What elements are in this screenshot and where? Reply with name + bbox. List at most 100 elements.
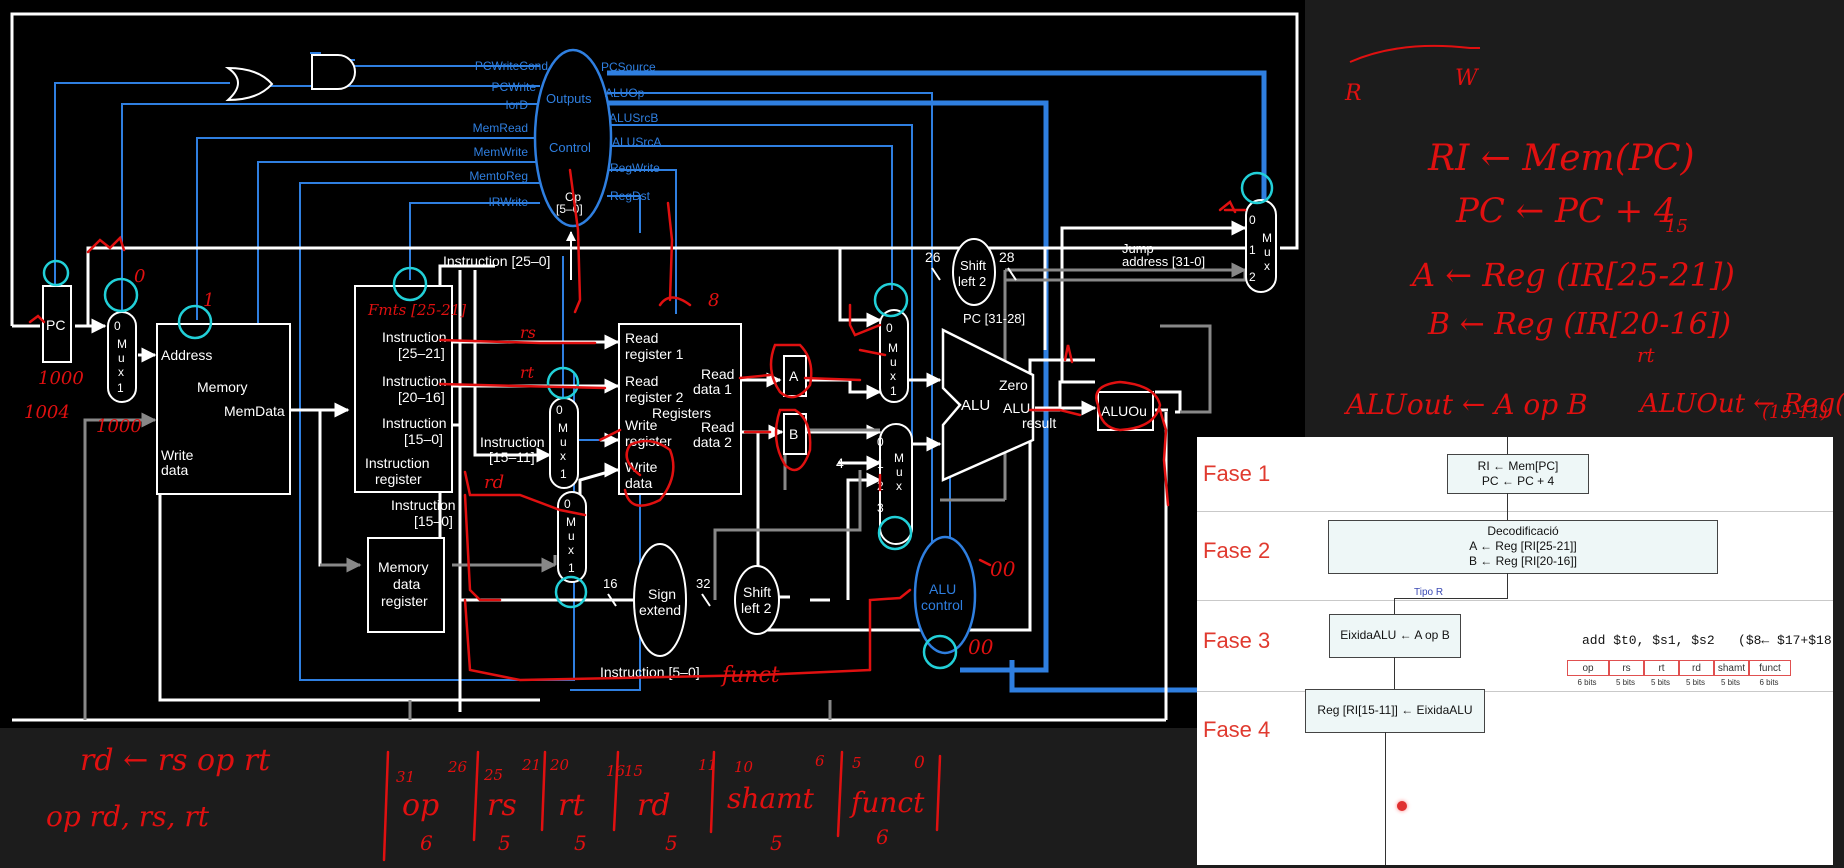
width-shamt: 5: [770, 831, 783, 855]
width-rt: 5: [574, 831, 587, 855]
hw-rtl-rt: rt: [1637, 343, 1656, 367]
mux-pcsource-m: M: [1262, 231, 1272, 245]
bits-26-label: 26: [925, 249, 941, 265]
example-instruction: add $t0, $s1, $s2 ($8← $17+$18): [1582, 633, 1833, 648]
bus-slash-32: [701, 593, 711, 607]
mux-regdst-in1: 1: [560, 467, 567, 481]
alu: [941, 327, 1035, 482]
shift-left-2-jump-a: Shift: [960, 258, 986, 273]
bit-0: 0: [914, 753, 925, 773]
mux-iord-u: u: [118, 351, 125, 365]
register-b: [783, 413, 807, 455]
bit-26: 26: [447, 758, 468, 776]
hw-rd-rs-op-rt: rd ← rs op rt: [80, 743, 271, 778]
ir-field1-label: Instruction: [382, 329, 447, 345]
phase-3-label: Fase 3: [1203, 628, 1271, 653]
pc-label: PC: [46, 317, 65, 333]
hw-rtl-6: ALUOut ← Reg(rd): [1638, 389, 1844, 419]
handwriting-bottom: rd ← rs op rt op rd, rs, rt: [46, 743, 271, 833]
instruction-15-11-label-b: [15–11]: [489, 449, 535, 465]
aluout-label: ALUOu: [1101, 403, 1147, 419]
phases-panel: Fase 1 Fase 2 Fase 3 Fase 4 RI ← Mem[PC]…: [1197, 437, 1833, 865]
alu-result-label-a: ALU: [1003, 400, 1030, 416]
phase-2-line-1: Decodificació: [1487, 524, 1559, 538]
hw-rtl-7: (15-11): [1762, 402, 1828, 423]
ir-field2-bits: [20–16]: [398, 389, 445, 405]
mux-regdst-m: M: [558, 421, 568, 435]
memory-title: Memory: [197, 379, 248, 395]
ir-title-1: Instruction: [365, 455, 430, 471]
mdr-label-1: Memory: [378, 559, 429, 575]
red-annotation-text: Fmts [25-21] 1000 1004 1000 rs rt rd fun…: [24, 266, 1016, 688]
signal-pcwritecond: PCWriteCond: [475, 59, 548, 73]
bit-20: 20: [549, 756, 570, 774]
memory-address-label: Address: [161, 347, 212, 363]
bit-21: 21: [521, 756, 541, 774]
mux-pcsource-u: u: [1264, 245, 1271, 259]
signal-iord: IorD: [505, 98, 528, 112]
mux-pcsource-in1: 1: [1249, 243, 1256, 257]
bit-15: 15: [624, 762, 643, 780]
phase-3-box: EixidaALU ← A op B: [1329, 614, 1461, 658]
hw-rtl-2: PC ← PC + 4: [1455, 191, 1676, 231]
phase-4-line: Reg [RI[15-11]] ← EixidaALU: [1317, 703, 1473, 717]
mux-pcsource-in2: 2: [1249, 270, 1256, 284]
reg-read-data2-b: data 2: [693, 434, 732, 450]
format-bits-rd: 5 bits: [1685, 678, 1706, 687]
memory-unit: [156, 323, 291, 495]
note-0: 0: [134, 266, 145, 287]
control-unit: [533, 48, 613, 228]
bit-11: 11: [698, 756, 717, 774]
mux-alusrca-m: M: [888, 341, 898, 355]
format-cell-rt: rt: [1644, 660, 1679, 676]
reg-write-data-b: data: [625, 475, 652, 491]
mux-pcsource-x: x: [1264, 259, 1270, 273]
handwriting-right: R W RI ← Mem(PC) PC ← PC + 4 15 A ← Reg …: [1343, 44, 1844, 423]
mdr-label-3: register: [381, 593, 428, 609]
note-00-b: 00: [968, 635, 994, 659]
ir-field3-bits: [15–0]: [404, 431, 443, 447]
hw-rtl-4: B ← Reg (IR[20-16]): [1427, 307, 1731, 342]
mux-regdst-in0: 0: [556, 403, 563, 417]
phase-1-line-2: PC ← PC + 4: [1481, 474, 1555, 488]
shift-left-2-imm: [734, 565, 780, 635]
field-rd: rd: [637, 788, 671, 823]
phase-3-line: EixidaALU ← A op B: [1340, 628, 1450, 642]
mux-alusrca-x: x: [890, 369, 896, 383]
hw-op-rd-rs-rt: op rd, rs, rt: [46, 800, 210, 833]
note-8: 8: [708, 290, 719, 311]
alu-control-label-b: control: [921, 597, 963, 613]
hw-r: R: [1344, 81, 1362, 106]
instruction-15-0-label-a: Instruction: [391, 497, 456, 513]
reg-read-data2-a: Read: [701, 419, 734, 435]
ir-title-2: register: [375, 471, 422, 487]
memory-data-label: data: [161, 462, 188, 478]
phase-2-label: Fase 2: [1203, 538, 1271, 563]
alu-label: ALU: [961, 397, 990, 414]
hw-rtl-3: A ← Reg (IR[25-21]): [1409, 256, 1735, 294]
or-gate: [224, 66, 274, 102]
bit-10: 10: [734, 758, 754, 776]
bit-5: 5: [852, 754, 862, 772]
mux-pcsource: [1245, 199, 1277, 293]
mux-pcsource-in0: 0: [1249, 213, 1256, 227]
mux-alusrcb-x: x: [896, 479, 902, 493]
signal-memwrite: MemWrite: [474, 145, 529, 159]
control-signal-labels: PCWriteCond PCWrite IorD MemRead MemWrit…: [469, 59, 661, 209]
memory-write-label: Write: [161, 447, 194, 463]
hw-rtl-5: ALUout ← A op B: [1343, 388, 1588, 421]
bus-slash-16: [607, 593, 617, 607]
sign-extend-label-a: Sign: [648, 586, 676, 602]
ir-field3-label: Instruction: [382, 415, 447, 431]
flow-line: [1394, 598, 1508, 599]
reg-read-register2-b: register 2: [625, 389, 684, 405]
reg-title: Registers: [652, 405, 711, 421]
rw-arrow: [1349, 44, 1480, 63]
flow-line: [1385, 732, 1386, 865]
mux-alusrcb-in0: 0: [877, 435, 884, 449]
width-rd: 5: [665, 831, 678, 855]
shift-left-2-imm-b: left 2: [741, 600, 772, 616]
note-00-a: 00: [990, 557, 1016, 581]
mux-alusrcb-in1: 1: [877, 457, 884, 471]
shift-left-2-jump-b: left 2: [958, 274, 986, 289]
